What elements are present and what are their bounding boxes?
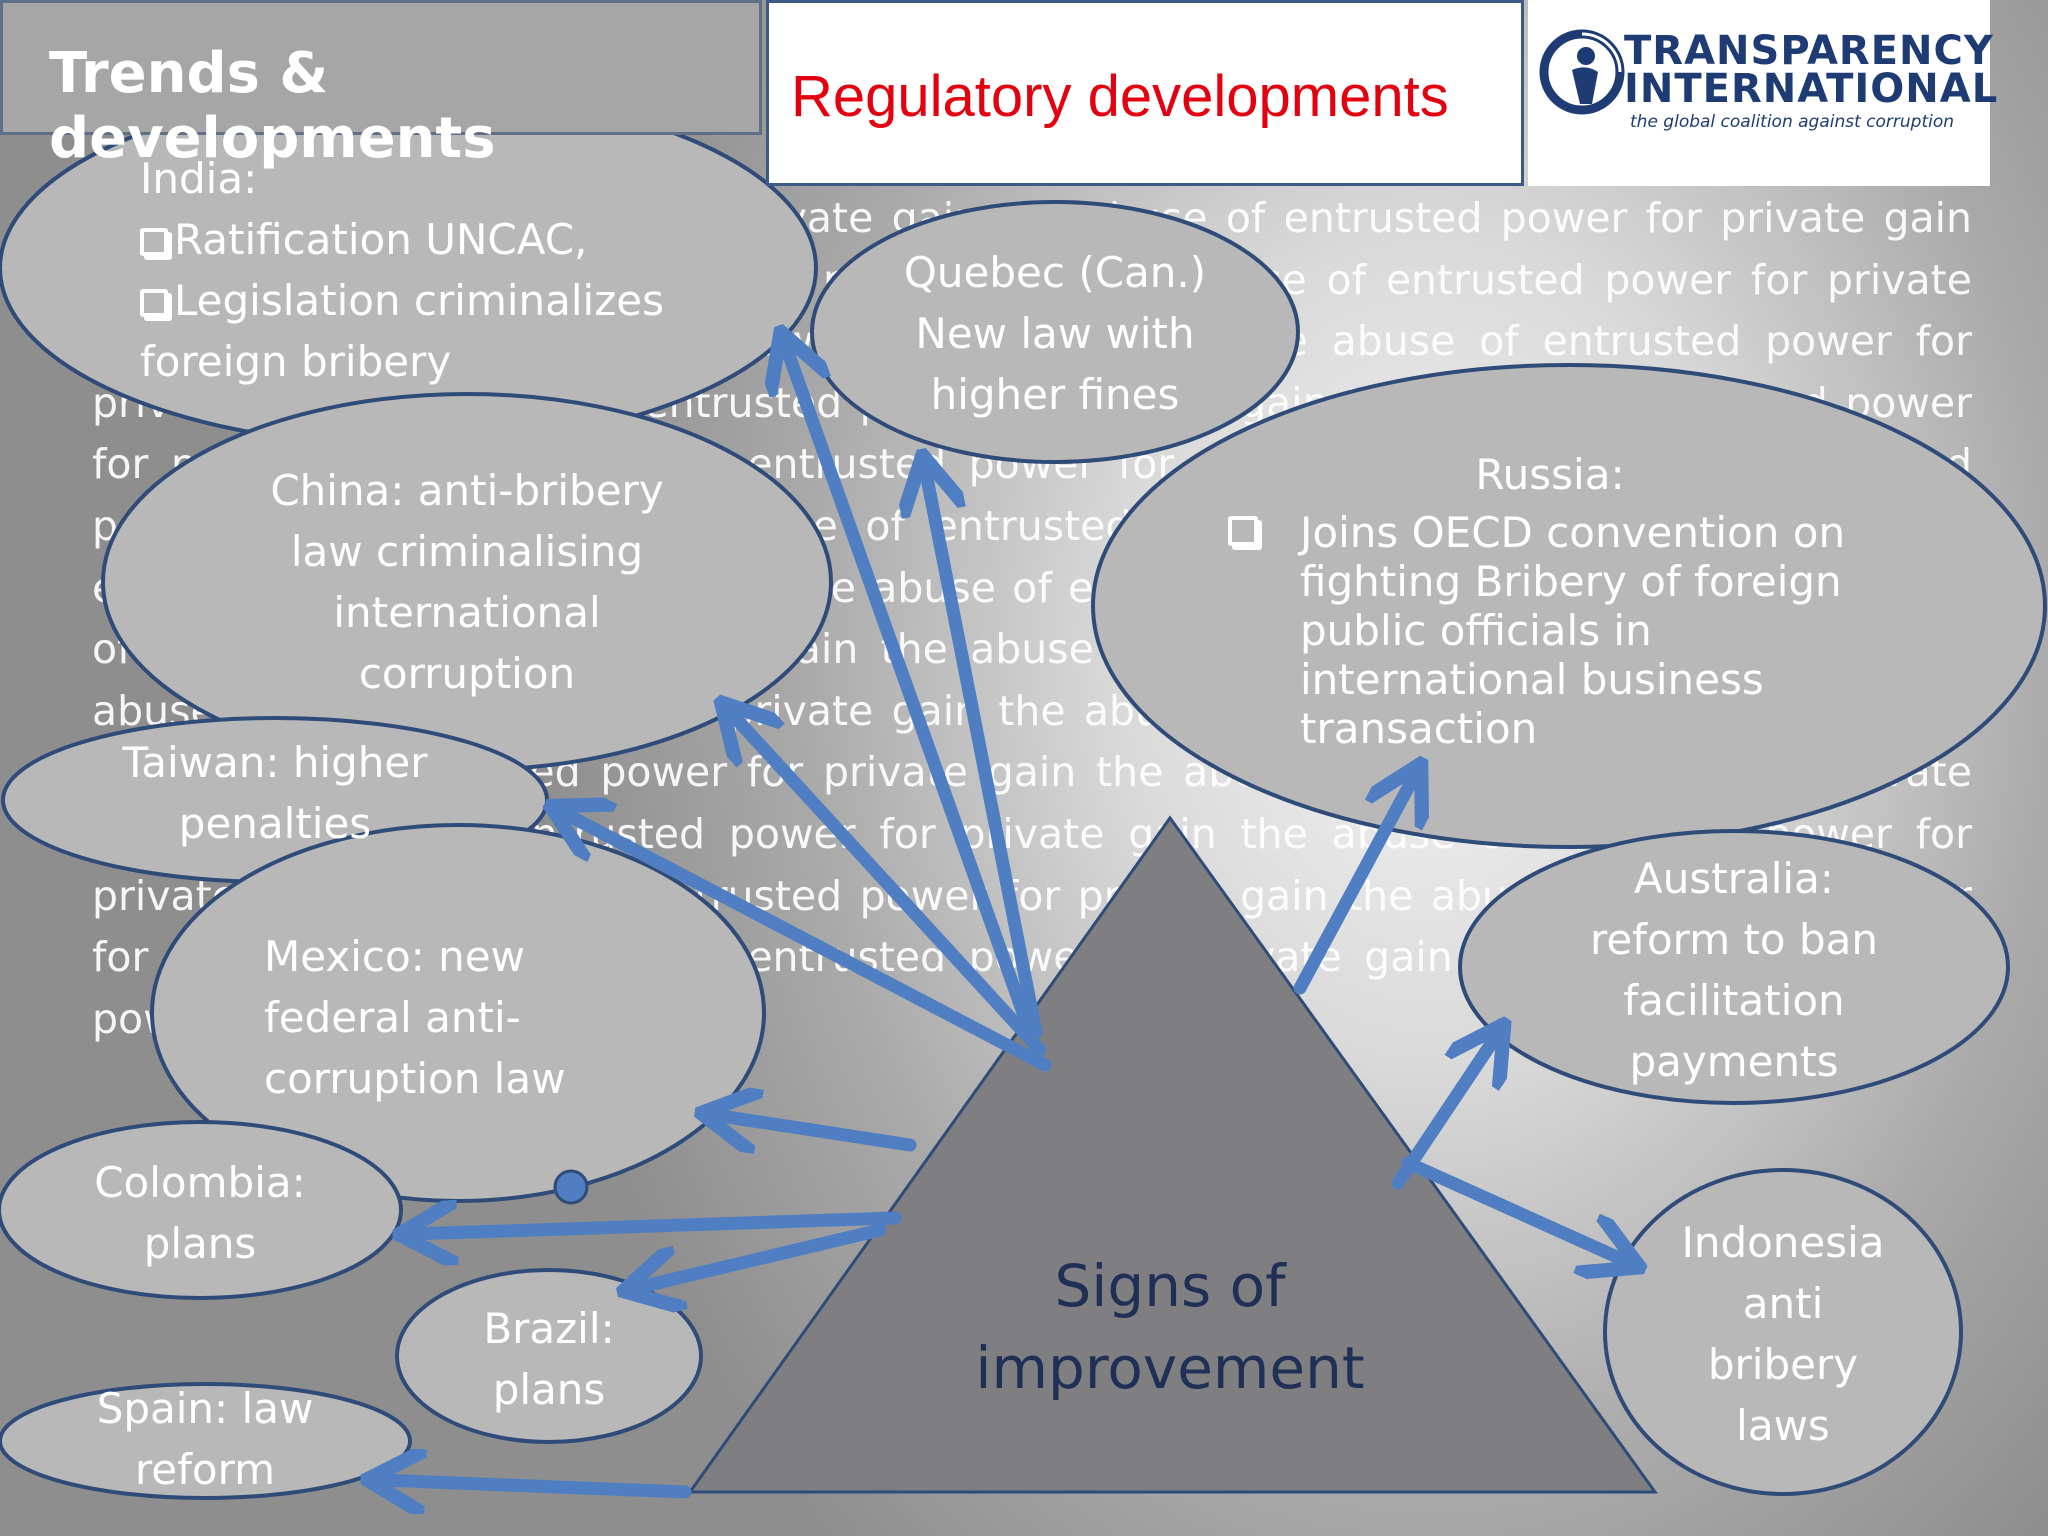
- arrow-to-quebec: [925, 468, 1043, 1039]
- india-title: India:: [140, 154, 258, 203]
- indonesia-line-1: Indonesia: [1681, 1218, 1885, 1267]
- arrow-to-spain: [380, 1480, 692, 1492]
- quebec-text: Quebec (Can.) New law with higher fines: [855, 242, 1255, 425]
- indonesia-line-2: anti: [1742, 1279, 1824, 1328]
- arrow-to-india: [785, 344, 1039, 1045]
- center-line-2: improvement: [975, 1334, 1365, 1402]
- mexico-line-1: Mexico: new: [264, 932, 525, 981]
- center-line-1: Signs of: [1054, 1252, 1286, 1320]
- china-line-1: China: anti-bribery: [270, 466, 664, 515]
- slide-subtitle: Regulatory developments: [791, 64, 1449, 129]
- arrow-to-russia: [1293, 775, 1415, 995]
- quebec-line-3: higher fines: [930, 370, 1180, 419]
- brazil-text: Brazil: plans: [409, 1298, 689, 1420]
- australia-line-1: Australia:: [1634, 854, 1834, 903]
- india-item-3: foreign bribery: [140, 337, 452, 386]
- india-item-2-label: Legislation criminalizes: [174, 276, 664, 325]
- subtitle-box: Regulatory developments: [766, 0, 1524, 186]
- connector-dot: [553, 1169, 589, 1205]
- checkbox-icon: [140, 228, 168, 256]
- china-line-2: law criminalising: [290, 527, 644, 576]
- arrow-to-taiwan: [562, 812, 1052, 1072]
- india-item-1-label: Ratification UNCAC,: [174, 215, 588, 264]
- ellipse-spain: [0, 1382, 412, 1500]
- signs-of-improvement-label: Signs of improvement: [935, 1245, 1405, 1409]
- china-line-4: corruption: [358, 649, 576, 698]
- logo-line-2: INTERNATIONAL: [1624, 66, 1999, 112]
- logo-line-1: TRANSPARENCY: [1624, 28, 1994, 74]
- colombia-line-1: Colombia:: [94, 1158, 306, 1207]
- indonesia-text: Indonesia anti bribery laws: [1633, 1212, 1933, 1456]
- colombia-text: Colombia: plans: [40, 1152, 360, 1274]
- spain-line-2: reform: [134, 1445, 276, 1494]
- ellipse-russia: [1091, 363, 2047, 849]
- indonesia-line-4: laws: [1736, 1401, 1830, 1450]
- slide-title: Trends & developments: [49, 41, 496, 171]
- india-item-1: Ratification UNCAC,: [140, 209, 700, 270]
- arrow-to-china: [730, 712, 1047, 1057]
- spain-line-1: Spain: law: [96, 1384, 314, 1433]
- russia-item: Joins OECD convention on fighting Briber…: [1300, 508, 1846, 753]
- arrow-to-brazil: [636, 1223, 887, 1288]
- australia-line-3: facilitation: [1623, 976, 1845, 1025]
- taiwan-line-2: penalties: [178, 799, 372, 848]
- india-item-2: Legislation criminalizes: [140, 270, 700, 331]
- transparency-international-logo: TRANSPARENCY INTERNATIONAL the global co…: [1528, 0, 1997, 186]
- india-text: India: Ratification UNCAC, Legislation c…: [140, 148, 700, 392]
- checkbox-icon: [1228, 516, 1258, 546]
- australia-line-4: payments: [1629, 1037, 1839, 1086]
- taiwan-text: Taiwan: higher penalties: [75, 732, 475, 854]
- arrow-to-australia: [1391, 1035, 1497, 1190]
- brazil-line-2: plans: [492, 1365, 606, 1414]
- quebec-line-2: New law with: [915, 309, 1195, 358]
- taiwan-line-1: Taiwan: higher: [122, 738, 428, 787]
- checkbox-icon: [140, 289, 168, 317]
- mexico-line-2: federal anti-: [264, 993, 521, 1042]
- spain-text: Spain: law reform: [45, 1378, 365, 1500]
- colombia-line-2: plans: [143, 1219, 257, 1268]
- mexico-line-3: corruption law: [264, 1054, 566, 1103]
- australia-text: Australia: reform to ban facilitation pa…: [1534, 848, 1934, 1092]
- quebec-line-1: Quebec (Can.): [903, 248, 1207, 297]
- arrow-to-colombia: [412, 1218, 902, 1234]
- arrow-to-indonesia: [1401, 1156, 1628, 1262]
- arrow-to-mexico: [714, 1115, 917, 1145]
- australia-line-2: reform to ban: [1590, 915, 1878, 964]
- ellipse-indonesia: [1603, 1168, 1963, 1496]
- china-text: China: anti-bribery law criminalising in…: [217, 460, 717, 704]
- china-line-3: international: [333, 588, 601, 637]
- mexico-text: Mexico: new federal anti- corruption law: [264, 926, 624, 1109]
- logo-tagline: the global coalition against corruption: [1630, 112, 1955, 132]
- globe-figure-icon: [1539, 29, 1625, 115]
- russia-title: Russia:: [1475, 450, 1625, 499]
- brazil-line-1: Brazil:: [483, 1304, 615, 1353]
- indonesia-line-3: bribery: [1707, 1340, 1859, 1389]
- ellipse-australia: [1458, 829, 2010, 1105]
- header-box: Trends & developments: [0, 0, 762, 171]
